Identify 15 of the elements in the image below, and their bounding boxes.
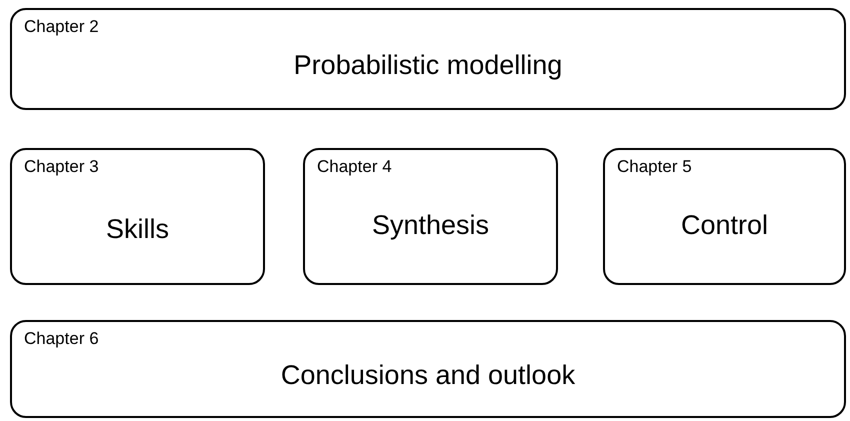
chapter-label: Chapter 4: [317, 157, 392, 177]
chapter-title: Probabilistic modelling: [294, 50, 562, 80]
chapter-box: [10, 148, 265, 285]
chapter-box: [10, 320, 846, 418]
chapter-box: [10, 8, 846, 110]
chapter-title: Skills: [106, 214, 169, 244]
chapter-box: [303, 148, 558, 285]
chapter-label: Chapter 5: [617, 157, 692, 177]
chapter-box: [603, 148, 846, 285]
chapter-title: Conclusions and outlook: [280, 360, 576, 390]
chapter-title: Synthesis: [372, 210, 490, 240]
chapter-label: Chapter 6: [24, 329, 99, 349]
chapter-label: Chapter 3: [24, 157, 99, 177]
chapter-title: Control: [680, 210, 768, 240]
chapter-label: Chapter 2: [24, 17, 99, 37]
